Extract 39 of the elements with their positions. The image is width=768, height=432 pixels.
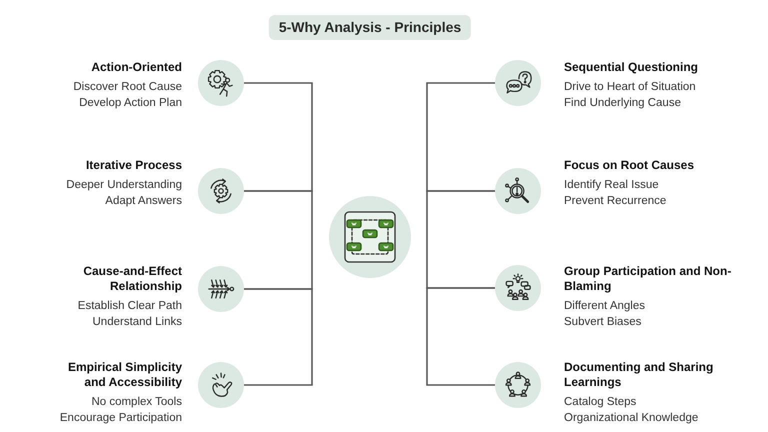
- principle-title: Group Participation and Non-Blaming: [564, 264, 732, 294]
- connector-line: [244, 82, 313, 192]
- icon-circle: [198, 168, 244, 214]
- icon-circle: [198, 60, 244, 106]
- principle-point: Prevent Recurrence: [564, 194, 668, 209]
- icon-circle: [495, 265, 541, 311]
- connector-line: [244, 190, 313, 290]
- principle-title: Cause-and-Effect Relationship: [82, 264, 182, 294]
- principle-point: Adapt Answers: [104, 194, 182, 209]
- principle-title: Iterative Process: [84, 158, 182, 173]
- principle-point: No complex Tools: [90, 395, 182, 410]
- icon-circle: [495, 60, 541, 106]
- connector-line: [426, 82, 495, 192]
- connector-line: [244, 288, 313, 386]
- principle-point: Develop Action Plan: [78, 96, 182, 111]
- principle-point: Identify Real Issue: [564, 178, 660, 193]
- connector-line: [426, 190, 495, 289]
- icon-circle: [198, 266, 244, 312]
- icon-circle: [495, 168, 541, 214]
- icon-circle: [198, 362, 244, 408]
- principle-point: Catalog Steps: [564, 395, 638, 410]
- principle-point: Discover Root Cause: [72, 80, 182, 95]
- diagram-title: 5-Why Analysis - Principles: [268, 15, 472, 40]
- principle-point: Subvert Biases: [564, 315, 642, 330]
- principle-point: Establish Clear Path: [76, 299, 182, 314]
- principle-title: Documenting and Sharing Learnings: [564, 360, 714, 390]
- principle-point: Organizational Knowledge: [564, 411, 700, 426]
- icon-circle: [495, 362, 541, 408]
- principle-title: Empirical Simplicity and Accessibility: [66, 360, 182, 390]
- principle-title: Sequential Questioning: [564, 60, 700, 75]
- principle-point: Deeper Understanding: [65, 178, 182, 193]
- principle-point: Different Angles: [564, 299, 646, 314]
- principle-title: Action-Oriented: [90, 60, 182, 75]
- principle-point: Understand Links: [92, 315, 182, 330]
- principle-point: Find Underlying Cause: [564, 96, 682, 111]
- principle-point: Drive to Heart of Situation: [564, 80, 697, 95]
- principle-point: Encourage Participation: [58, 411, 182, 426]
- connector-line: [426, 287, 495, 386]
- principle-title: Focus on Root Causes: [564, 158, 696, 173]
